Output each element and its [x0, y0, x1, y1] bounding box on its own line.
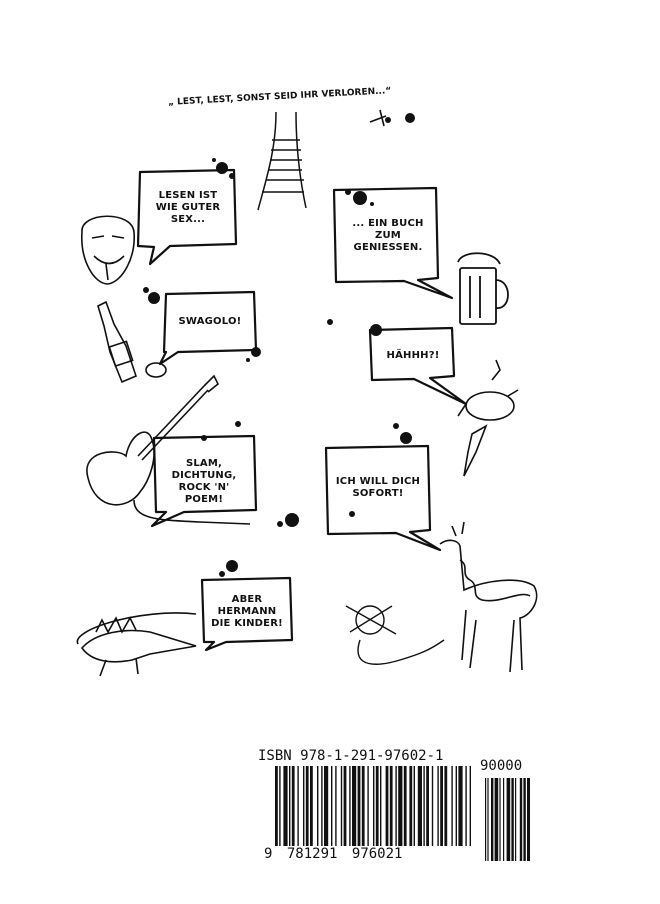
barcode-bar: [303, 766, 305, 846]
barcode-digits-group1: 781291: [286, 846, 338, 862]
barcode-bar: [352, 766, 357, 846]
isbn-label: ISBN 978-1-291-97602-1: [258, 748, 444, 764]
barcode-bar: [367, 766, 369, 846]
barcode-bar: [357, 766, 361, 846]
speech-bubble-swagolo: [158, 290, 258, 366]
addon-bar: [519, 778, 523, 861]
barcode-bar: [398, 766, 403, 846]
addon-bar: [491, 778, 494, 861]
addon-bar: [515, 778, 517, 861]
barcode-bar: [409, 766, 413, 846]
bubble-text-swagolo: SWAGOLO!: [178, 316, 242, 327]
llama-icon: [439, 521, 538, 673]
barcode-bar: [317, 766, 319, 846]
barcode-bar: [385, 766, 389, 846]
addon-bar: [527, 778, 530, 861]
barcode-bar: [310, 766, 313, 846]
barcode-bar: [455, 766, 457, 846]
barcode-digit-first: 9: [264, 846, 273, 862]
speech-bubble-hermann: [200, 576, 294, 652]
addon-bar: [494, 778, 499, 861]
roast-chicken-icon: [457, 359, 519, 477]
barcode-bar: [279, 766, 281, 846]
barcode-bar: [465, 766, 467, 846]
bubble-text-hermann: ABER HERMANN DIE KINDER!: [211, 594, 283, 629]
addon-bar: [499, 778, 501, 861]
barcode-bar: [291, 766, 295, 846]
barcode-bar: [423, 766, 425, 846]
barcode-bar: [440, 766, 443, 846]
bubble-text-hahhh: HÄHHH?!: [386, 350, 440, 361]
barcode-bar: [331, 766, 333, 846]
bubble-text-buch: ... EIN BUCH ZUM GENIEßEN.: [352, 218, 424, 253]
barcode-bar: [469, 766, 471, 846]
barcode-bar: [321, 766, 323, 846]
addon-bar: [511, 778, 514, 861]
addon-bar: [503, 778, 505, 861]
barcode-bar: [437, 766, 439, 846]
beer-mug-icon: [457, 252, 509, 325]
barcode-bar: [403, 766, 407, 846]
bubble-text-slam: SLAM, DICHTUNG, ROCK 'N' POEM!: [171, 458, 237, 505]
barcode-bar: [324, 766, 329, 846]
speech-bubble-slam: [150, 434, 258, 528]
bubble-text-lesen: LESEN IST WIE GUTER SEX...: [155, 190, 221, 225]
barcode-bar: [275, 766, 278, 846]
barcode-bar: [444, 766, 448, 846]
railway-track-icon: [257, 111, 307, 211]
barcode-bar: [283, 766, 288, 846]
barcode-bar: [305, 766, 309, 846]
barcode-bar: [389, 766, 393, 846]
barcode-digits-group2: 976021: [351, 846, 403, 862]
speech-bubble-lesen: [136, 168, 238, 266]
barcode-bar: [340, 766, 343, 846]
crocodile-icon: [76, 612, 197, 677]
addon-bar: [506, 778, 511, 861]
guy-fawkes-mask-icon: [81, 215, 135, 285]
barcode-bar: [361, 766, 365, 846]
barcode-bar: [380, 766, 382, 846]
speech-bubble-hahhh: [368, 326, 468, 406]
barcode-bar: [375, 766, 379, 846]
speech-bubble-sofort: [324, 444, 442, 552]
barcode-bar: [373, 766, 375, 846]
isbn-addon: 90000: [480, 758, 523, 774]
barcode-bar: [395, 766, 397, 846]
bubble-text-sofort: ICH WILL DICH SOFORT!: [335, 476, 421, 499]
barcode-bar: [451, 766, 453, 846]
addon-bar: [523, 778, 526, 861]
barcode: [275, 766, 530, 861]
barcode-bar: [297, 766, 299, 846]
barcode-bar: [417, 766, 422, 846]
barcode-bar: [426, 766, 429, 846]
bottle-icon: [97, 300, 167, 384]
barcode-bar: [343, 766, 347, 846]
electric-guitar-icon: [86, 374, 251, 525]
ink-splatters: [143, 113, 415, 577]
addon-bar: [487, 778, 489, 861]
barcode-bar: [349, 766, 351, 846]
barcode-bar: [289, 766, 291, 846]
addon-bar: [485, 778, 487, 861]
barcode-bar: [431, 766, 434, 846]
yarn-ball-icon: [345, 605, 445, 665]
speech-bubble-buch: [332, 186, 454, 300]
barcode-bar: [413, 766, 415, 846]
bug-icon: [369, 109, 387, 127]
barcode-digits: 9 781291 976021: [264, 846, 409, 862]
barcode-bar: [335, 766, 337, 846]
barcode-bar: [458, 766, 463, 846]
